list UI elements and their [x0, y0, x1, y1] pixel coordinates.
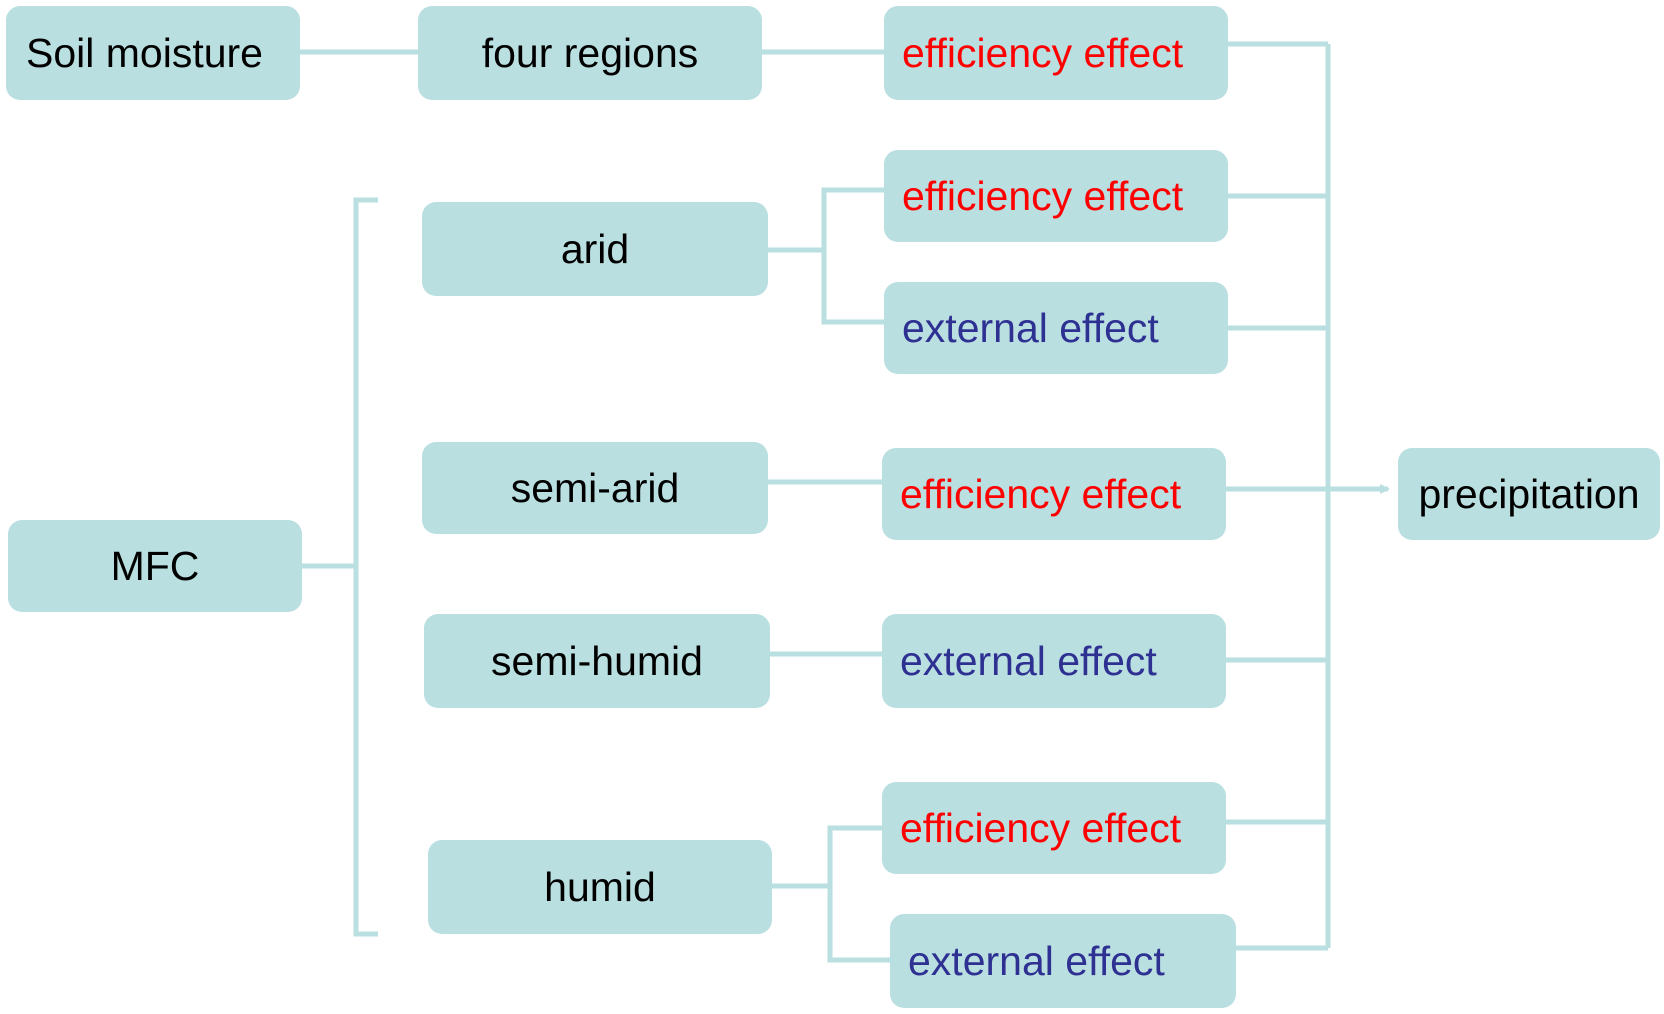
node-soil-moisture: Soil moisture	[6, 6, 300, 100]
node-semi-humid-label: semi-humid	[491, 637, 703, 684]
node-humid-efficiency-effect: efficiency effect	[882, 782, 1226, 874]
node-humid: humid	[428, 840, 772, 934]
node-arid-external-effect: external effect	[884, 282, 1228, 374]
node-semi-humid: semi-humid	[424, 614, 770, 708]
node-soil-moisture-label: Soil moisture	[26, 29, 263, 76]
node-precipitation-label: precipitation	[1418, 470, 1640, 517]
node-semi-humid-external-effect-label: external effect	[900, 637, 1157, 684]
node-four-regions: four regions	[418, 6, 762, 100]
mfc-bracket	[353, 197, 378, 937]
node-mfc-label: MFC	[110, 542, 200, 589]
node-semi-arid-efficiency-effect-label: efficiency effect	[900, 470, 1182, 517]
node-arid-external-effect-label: external effect	[902, 304, 1159, 351]
node-precipitation: precipitation	[1398, 448, 1660, 540]
node-humid-efficiency-effect-label: efficiency effect	[900, 804, 1182, 851]
node-semi-arid-label: semi-arid	[510, 464, 680, 511]
node-humid-label: humid	[544, 863, 656, 910]
node-soil-efficiency-effect-label: efficiency effect	[902, 29, 1184, 76]
node-semi-arid: semi-arid	[422, 442, 768, 534]
node-arid-label: arid	[560, 225, 630, 272]
node-semi-arid-efficiency-effect: efficiency effect	[882, 448, 1226, 540]
node-arid-efficiency-effect-label: efficiency effect	[902, 172, 1184, 219]
node-arid: arid	[422, 202, 768, 296]
connector-humid-branch	[827, 825, 890, 963]
node-humid-external-effect-label: external effect	[908, 937, 1165, 984]
connector-arid-branch	[821, 187, 884, 325]
node-semi-humid-external-effect: external effect	[882, 614, 1226, 708]
node-humid-external-effect: external effect	[890, 914, 1236, 1008]
node-mfc: MFC	[8, 520, 302, 612]
node-four-regions-label: four regions	[481, 29, 699, 76]
node-soil-efficiency-effect: efficiency effect	[884, 6, 1228, 100]
node-arid-efficiency-effect: efficiency effect	[884, 150, 1228, 242]
